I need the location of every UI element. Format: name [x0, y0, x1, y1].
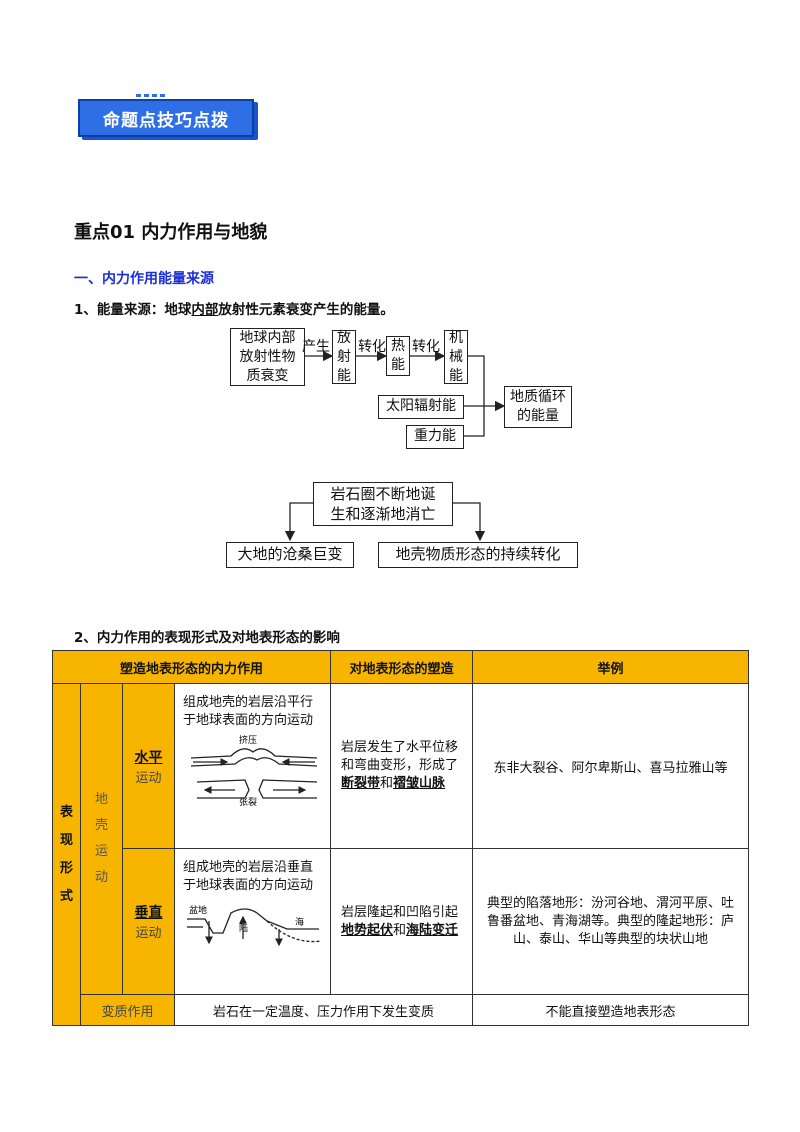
- banner-label: 命题点技巧点拨: [103, 110, 229, 131]
- side-char: 式: [59, 888, 73, 904]
- flow-gravity-box: 重力能: [406, 425, 464, 449]
- flow-source-box: 地球内部 放射性物 质衰变: [230, 328, 305, 386]
- flow-label-produce: 产生: [302, 339, 330, 355]
- side-label-manifestation: 表 现 形 式: [52, 683, 81, 1026]
- horizontal-name: 水平: [134, 749, 163, 766]
- point-1-suffix: 放射性元素衰变产生的能量。: [218, 302, 394, 318]
- vertical-sketch-land: 陆: [239, 922, 248, 934]
- flow-heat-char: 热: [391, 338, 405, 354]
- flow-radiation-char: 射: [337, 348, 351, 365]
- flow-left-result: 大地的沧桑巨变: [237, 545, 343, 563]
- section-banner: 命题点技巧点拨: [78, 99, 254, 137]
- crust-char: 运: [94, 844, 108, 859]
- flow-label-convert-2: 转化: [412, 339, 440, 355]
- flow-mechanical-char: 械: [449, 348, 463, 365]
- section-title: 重点01 内力作用与地貌: [74, 222, 268, 243]
- flow-mechanical-box: 机 械 能: [444, 330, 468, 384]
- side-char: 现: [59, 832, 73, 848]
- flow-gravity-label: 重力能: [414, 428, 456, 444]
- horizontal-effect-text: 岩层发生了水平位移和弯曲变形，形成了: [341, 740, 459, 773]
- vertical-effect-relief: 地势起伏: [341, 922, 394, 938]
- table-header-example: 举例: [472, 650, 750, 684]
- flow-heat-box: 热 能: [386, 336, 410, 376]
- horizontal-effect-and: 和: [380, 776, 394, 791]
- flow-left-result-box: 大地的沧桑巨变: [226, 542, 354, 568]
- flow-lithosphere-line: 生和逐渐地消亡: [330, 505, 436, 523]
- table-header-effect: 对地表形态的塑造: [330, 650, 474, 684]
- flow-target-box: 地质循环 的能量: [504, 386, 572, 428]
- flow-mechanical-char: 能: [449, 367, 463, 384]
- flow-source-line: 放射性物: [239, 349, 296, 365]
- crust-char: 壳: [94, 818, 108, 833]
- horizontal-name-rest: 运动: [135, 770, 162, 786]
- point-1-prefix: 1、能量来源：地球: [74, 302, 192, 318]
- side-char: 形: [59, 860, 73, 876]
- side-char: 表: [59, 804, 73, 820]
- horizontal-effect-cell: 岩层发生了水平位移和弯曲变形，形成了断裂带和褶皱山脉: [330, 683, 474, 849]
- vertical-desc-line: 于地球表面的方向运动: [183, 878, 314, 893]
- horizontal-movement-label: 水平 运动: [122, 683, 175, 849]
- vertical-sketch-sea: 海: [295, 916, 304, 928]
- flow-target-line: 的能量: [517, 408, 559, 424]
- horizontal-effect-fault: 断裂带: [341, 776, 381, 791]
- flow-radiation-char: 放: [337, 329, 351, 346]
- horizontal-desc-line: 于地球表面的方向运动: [183, 713, 314, 728]
- flow-right-result: 地壳物质形态的持续转化: [395, 545, 561, 563]
- point-2-title: 2、内力作用的表现形式及对地表形态的影响: [74, 630, 340, 646]
- vertical-example-cell: 典型的陷落地形：汾河谷地、渭河平原、吐鲁番盆地、青海湖等。典型的隆起地形：庐山、…: [472, 848, 750, 995]
- table-header-force: 塑造地表形态的内力作用: [51, 650, 332, 684]
- flow-lithosphere-line: 岩石圈不断地诞: [330, 485, 436, 503]
- vertical-desc-cell: 组成地壳的岩层沿垂直 于地球表面的方向运动 盆地 陆 海: [173, 848, 332, 995]
- flow-target-line: 地质循环: [510, 389, 566, 405]
- flow-lithosphere-box: 岩石圈不断地诞 生和逐渐地消亡: [313, 482, 453, 526]
- horizontal-effect-fold: 褶皱山脉: [393, 776, 446, 791]
- vertical-name: 垂直: [134, 905, 163, 921]
- flow-source-line: 地球内部: [239, 330, 296, 346]
- point-1: 1、能量来源：地球内部放射性元素衰变产生的能量。: [74, 298, 394, 318]
- flow-source-line: 质衰变: [246, 368, 289, 384]
- vertical-sketch-basin: 盆地: [189, 904, 207, 916]
- horizontal-sketch-bottom-label: 张裂: [239, 797, 257, 806]
- vertical-desc-line: 组成地壳的岩层沿垂直: [183, 860, 314, 875]
- flow-radiation-char: 能: [337, 367, 351, 384]
- crust-char: 动: [94, 870, 108, 885]
- metamorphism-desc: 岩石在一定温度、压力作用下发生变质: [173, 994, 474, 1026]
- horizontal-desc-cell: 组成地壳的岩层沿平行 于地球表面的方向运动 挤压 张裂: [173, 683, 332, 849]
- flow-connectors: [284, 350, 506, 542]
- metamorphism-effect: 不能直接塑造地表形态: [472, 994, 750, 1026]
- horizontal-sketch-top-label: 挤压: [239, 734, 257, 746]
- vertical-movement-label: 垂直 运动: [122, 848, 175, 995]
- subsection-title: 一、内力作用能量来源: [74, 271, 214, 287]
- vertical-effect-text: 岩层隆起和凹陷引起: [341, 904, 459, 920]
- flow-solar-box: 太阳辐射能: [378, 395, 464, 419]
- flow-solar-label: 太阳辐射能: [386, 398, 456, 414]
- vertical-effect-and: 和: [393, 922, 407, 938]
- flow-mechanical-char: 机: [449, 329, 463, 346]
- vertical-name-rest: 运动: [135, 926, 162, 941]
- vertical-sketch: 盆地 陆 海: [187, 904, 322, 947]
- horizontal-example-cell: 东非大裂谷、阿尔卑斯山、喜马拉雅山等: [472, 683, 750, 849]
- flow-right-result-box: 地壳物质形态的持续转化: [378, 542, 578, 568]
- crust-char: 地: [94, 792, 108, 807]
- vertical-effect-cell: 岩层隆起和凹陷引起地势起伏和海陆变迁: [330, 848, 474, 995]
- internal-force-table: 塑造地表形态的内力作用 对地表形态的塑造 举例 表 现 形 式 地 壳 运 动 …: [51, 650, 750, 1026]
- horizontal-desc-line: 组成地壳的岩层沿平行: [183, 695, 314, 710]
- flow-heat-char: 能: [391, 357, 405, 373]
- banner-decoration: [136, 94, 166, 98]
- vertical-effect-sea-land: 海陆变迁: [406, 922, 459, 938]
- metamorphism-label: 变质作用: [80, 994, 175, 1026]
- horizontal-sketch: 挤压 张裂: [190, 734, 318, 806]
- crust-movement-label: 地 壳 运 动: [80, 683, 123, 995]
- flow-radiation-box: 放 射 能: [332, 330, 356, 384]
- point-1-underlined: 内部: [191, 302, 219, 318]
- flow-label-convert-1: 转化: [358, 339, 386, 355]
